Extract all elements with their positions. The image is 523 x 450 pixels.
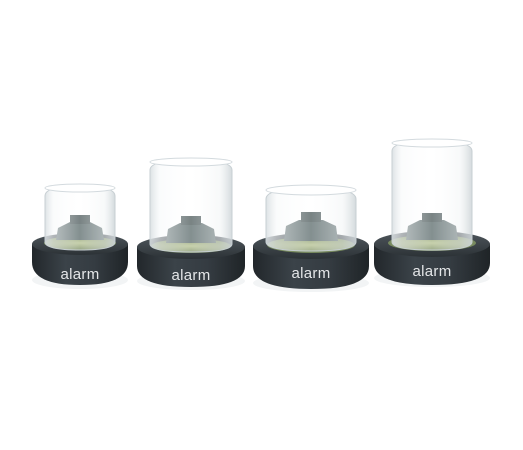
sensor-cap-4: alarm bbox=[374, 138, 490, 287]
brand-label: alarm bbox=[412, 263, 451, 280]
sensor-cap-2: alarm bbox=[137, 157, 245, 290]
brand-label: alarm bbox=[291, 265, 330, 282]
sensor-cap-1: alarm bbox=[32, 183, 128, 289]
sensor-cap-3: alarm bbox=[253, 184, 369, 292]
brand-label: alarm bbox=[171, 267, 210, 284]
brand-label: alarm bbox=[60, 266, 99, 283]
